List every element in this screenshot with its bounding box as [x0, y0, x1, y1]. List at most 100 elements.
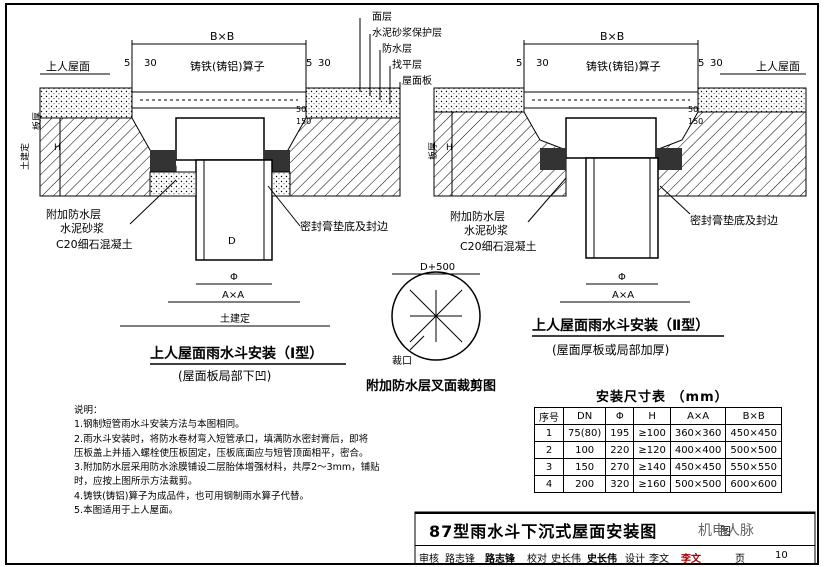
type2-roof-layers-right — [697, 87, 807, 113]
type2-roof-label: 上人屋面 — [756, 60, 800, 73]
cell: 220 — [605, 441, 635, 459]
cell: 500×500 — [669, 475, 727, 493]
cut-mouth: 裁口 — [392, 354, 412, 367]
designer-signature: 李文 — [681, 554, 701, 565]
cell: 320 — [605, 475, 635, 493]
type1-dim-30: 30 — [144, 58, 157, 69]
type2-dim-30: 30 — [536, 58, 549, 69]
notes-heading: 说明： — [74, 405, 103, 416]
type1-bucket-pipe — [195, 159, 273, 261]
table-row: 4 200 320 ≥160 500×500 600×600 — [534, 475, 782, 493]
type1-grate-label: 铸铁(铸铝)算子 — [190, 59, 265, 73]
type2-cement: 水泥砂浆 — [464, 223, 508, 237]
type1-roof-layers-right — [305, 87, 401, 119]
type1-title: 上人屋面雨水斗安装（Ⅰ型） — [150, 345, 323, 362]
type2-axa: A×A — [612, 290, 634, 301]
cell: 450×450 — [725, 424, 782, 442]
type1-dim-30b: 30 — [318, 58, 331, 69]
type2-extra-wp: 附加防水层 — [450, 209, 505, 223]
checker-signature: 史长伟 — [587, 554, 617, 565]
dim-table: 序号 DN Φ H A×A B×B 1 75(80) 195 ≥100 360×… — [534, 407, 782, 493]
signature-row: 审核 路志锋 路志锋 校对 史长伟 史长伟 设计 李文 李文 页 10 — [415, 545, 815, 566]
type2-c20: C20细石混凝土 — [460, 239, 537, 253]
note-line: 2.雨水斗安装时，将防水卷材弯入短管承口，填满防水密封膏后，即将 — [74, 433, 369, 445]
type1-cement: 水泥砂浆 — [60, 221, 104, 235]
cell: 360×360 — [669, 424, 727, 442]
cell: 3 — [534, 458, 564, 476]
type1-axa: A×A — [222, 290, 244, 301]
type1-c20: C20细石混凝土 — [56, 237, 133, 251]
cell: 550×550 — [725, 458, 782, 476]
col-header: DN — [562, 407, 607, 425]
type2-phi: Φ — [618, 272, 626, 283]
cut-d500: D+500 — [420, 262, 455, 273]
cell: 200 — [562, 475, 607, 493]
type2-dim-30b: 30 — [710, 58, 723, 69]
type1-roof-label: 上人屋面 — [46, 60, 90, 73]
col-header: A×A — [669, 407, 727, 425]
notes: 说明： 1.钢制短管雨水斗安装方法与本图相同。 2.雨水斗安装时，将防水卷材弯入… — [74, 404, 504, 518]
type1-bucket-head — [175, 117, 265, 161]
cell: 195 — [605, 424, 635, 442]
drawing-title: 87型雨水斗下沉式屋面安装图 — [429, 522, 658, 541]
type1-dim-5b: 5 — [306, 58, 312, 69]
note-line: 3.附加防水层采用防水涂膜铺设二层胎体增强材料，共厚2～3mm，铺贴 — [74, 462, 380, 474]
cell: 4 — [534, 475, 564, 493]
col-header: Φ — [605, 407, 635, 425]
watermark: 机电人脉 — [698, 523, 754, 539]
type2-seal: 密封膏垫底及封边 — [690, 213, 778, 227]
reviewer-name: 路志锋 — [445, 554, 475, 565]
type1-dim-5: 5 — [124, 58, 130, 69]
type1-slab-thk: 板厚 — [31, 112, 43, 130]
cell: ≥100 — [633, 424, 671, 442]
type2-dim-5b: 5 — [698, 58, 704, 69]
note-line: 1.钢制短管雨水斗安装方法与本图相同。 — [74, 419, 245, 431]
review-label: 审核 — [419, 554, 439, 565]
layer-label-4: 找平层 — [392, 58, 422, 71]
type1-assembly — [39, 40, 401, 327]
type2-title: 上人屋面雨水斗安装（Ⅱ型） — [532, 317, 709, 334]
type2-dim-50: 50 — [688, 105, 698, 114]
cell: 150 — [562, 458, 607, 476]
type1-dim-50: 50 — [296, 105, 306, 114]
cell: 270 — [605, 458, 635, 476]
type2-slab-thk: 板厚 — [427, 142, 439, 160]
col-header: H — [633, 407, 671, 425]
type1-civil: 土建定 — [220, 312, 250, 325]
cut-title: 附加防水层叉面裁剪图 — [366, 378, 496, 394]
cell: ≥140 — [633, 458, 671, 476]
cell: 1 — [534, 424, 564, 442]
type1-roof-layers-left — [39, 87, 133, 119]
type1-extra-wp: 附加防水层 — [46, 207, 101, 221]
type2-roof-layers-left — [433, 87, 525, 113]
title-block: 87型雨水斗下沉式屋面安装图 图 — [415, 512, 815, 547]
type2-bucket-head — [565, 117, 657, 159]
page-number: 10 — [775, 550, 788, 561]
table-row: 1 75(80) 195 ≥100 360×360 450×450 — [534, 424, 782, 442]
note-line: 时，应按上图所示方法裁剪。 — [74, 476, 198, 488]
type1-D: D — [228, 236, 236, 247]
cell: 2 — [534, 441, 564, 459]
designer-name: 李文 — [649, 554, 669, 565]
type1-phi: Φ — [230, 272, 238, 283]
cell: ≥120 — [633, 441, 671, 459]
sheet-label: 图 — [720, 525, 731, 538]
type1-bxb-label: B×B — [210, 30, 234, 43]
type1-c20-fill — [149, 171, 291, 197]
cell: 75(80) — [562, 424, 607, 442]
type1-dim-150: 150 — [296, 117, 311, 126]
type2-bucket-pipe — [585, 157, 659, 259]
table-row: 3 150 270 ≥140 450×450 550×550 — [534, 458, 782, 476]
type2-H: H — [446, 143, 453, 153]
table-row: 2 100 220 ≥120 400×400 500×500 — [534, 441, 782, 459]
cut-pattern — [391, 271, 481, 361]
page-label: 页 — [735, 554, 745, 565]
layer-label-5: 屋面板 — [402, 74, 432, 87]
layer-leaders — [359, 18, 401, 110]
note-line: 5.本图适用于上人屋面。 — [74, 505, 179, 517]
checker-name: 史长伟 — [551, 554, 581, 565]
type2-subtitle: (屋面厚板或局部加厚) — [552, 342, 669, 357]
cell: 500×500 — [725, 441, 782, 459]
type2-dim-150: 150 — [688, 117, 703, 126]
